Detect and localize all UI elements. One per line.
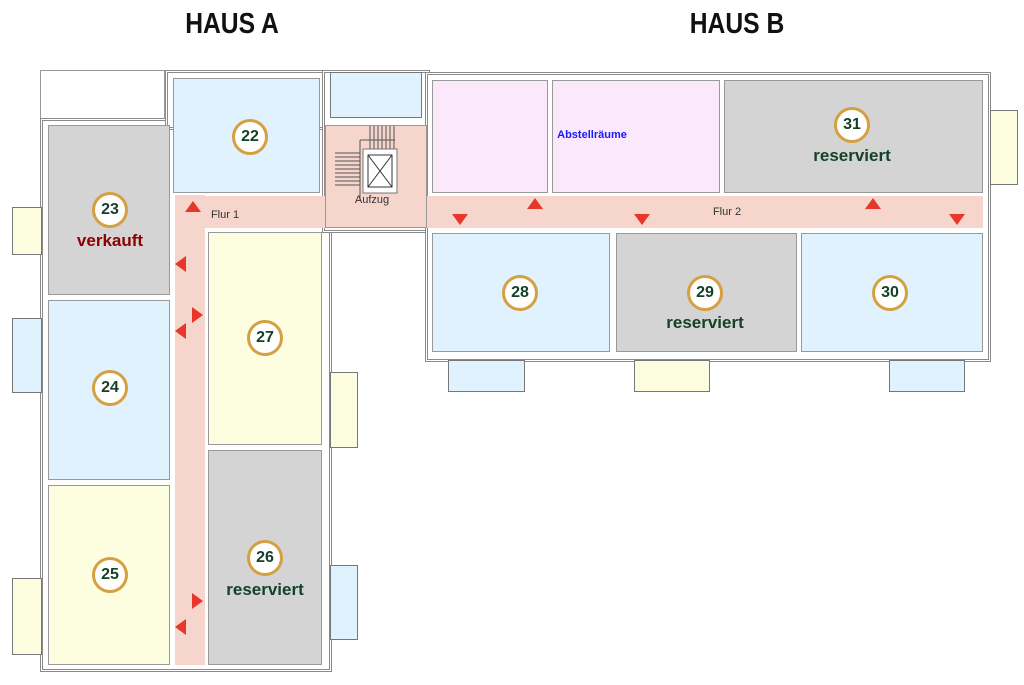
storage-label: Abstellräume: [557, 129, 627, 141]
entrance-arrow-icon: [452, 214, 468, 225]
balcony: [12, 207, 42, 255]
flur-2-label: Flur 2: [712, 206, 742, 218]
unit-number-badge: 28: [502, 275, 538, 311]
balcony: [330, 372, 358, 448]
haus-b-title: HAUS B: [689, 8, 785, 40]
unit-number-badge: 22: [232, 119, 268, 155]
balcony: [634, 360, 710, 392]
unit-number-badge: 26: [247, 540, 283, 576]
unit-number-badge: 24: [92, 370, 128, 406]
entrance-arrow-icon: [634, 214, 650, 225]
unit-number-badge: 30: [872, 275, 908, 311]
status-reserved: reserviert: [813, 146, 891, 165]
entrance-arrow-icon: [949, 214, 965, 225]
unit-number-badge: 29: [687, 275, 723, 311]
unit-number-badge: 27: [247, 320, 283, 356]
balcony: [330, 72, 422, 118]
entrance-arrow-icon: [175, 619, 186, 635]
storage-room-2[interactable]: [552, 80, 720, 193]
entrance-arrow-icon: [192, 593, 203, 609]
flur-2: [427, 196, 983, 228]
entrance-arrow-icon: [175, 256, 186, 272]
storage-room-1[interactable]: [432, 80, 548, 193]
status-reserved: reserviert: [666, 313, 744, 332]
balcony: [448, 360, 525, 392]
balcony: [330, 565, 358, 640]
aufzug-label: Aufzug: [354, 194, 390, 206]
empty-area: [40, 70, 165, 122]
balcony: [12, 318, 42, 393]
status-reserved: reserviert: [226, 580, 304, 599]
haus-a-title: HAUS A: [185, 8, 279, 40]
unit-number-badge: 31: [834, 107, 870, 143]
unit-number-badge: 25: [92, 557, 128, 593]
entrance-arrow-icon: [175, 323, 186, 339]
flur-1-vertical: [175, 195, 205, 665]
entrance-arrow-icon: [527, 198, 543, 209]
balcony: [889, 360, 965, 392]
unit-number-badge: 23: [92, 192, 128, 228]
stairs-icon: [335, 126, 398, 200]
balcony: [990, 110, 1018, 185]
entrance-arrow-icon: [865, 198, 881, 209]
balcony: [12, 578, 42, 655]
entrance-arrow-icon: [192, 307, 203, 323]
entrance-arrow-icon: [185, 201, 201, 212]
flur-1-label: Flur 1: [210, 209, 240, 221]
status-sold: verkauft: [76, 231, 144, 250]
